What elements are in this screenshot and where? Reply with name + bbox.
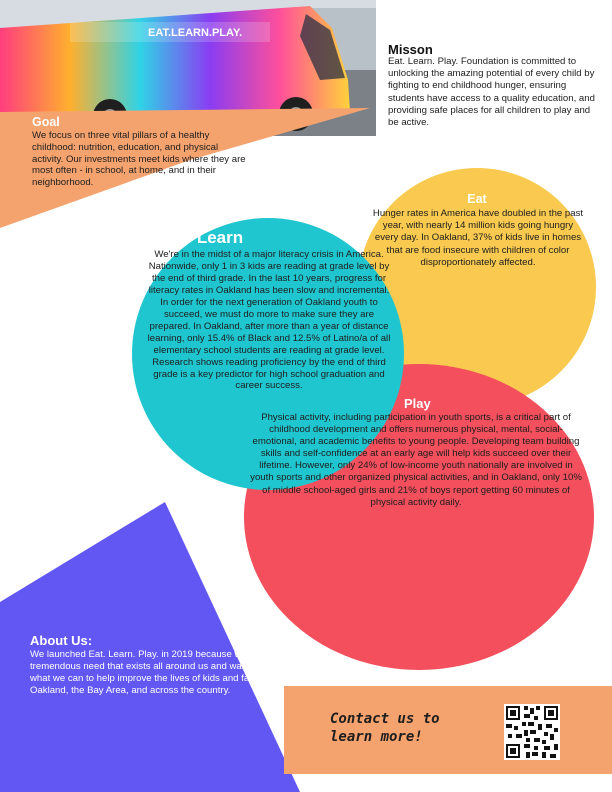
mission-title: Misson: [388, 42, 433, 57]
bus-photo: EAT.LEARN.PLAY.: [0, 0, 376, 136]
contact-text: Contact us to learn more!: [330, 711, 440, 745]
bus-illustration: EAT.LEARN.PLAY.: [0, 0, 376, 136]
learn-text: We're in the midst of a major literacy c…: [147, 249, 391, 392]
goal-title: Goal: [32, 115, 60, 129]
about-purple-triangle: [0, 502, 300, 792]
goal-text: We focus on three vital pillars of a hea…: [32, 130, 246, 189]
play-title: Play: [404, 396, 431, 411]
qr-code-icon[interactable]: [504, 704, 560, 760]
learn-teal-circle: [132, 218, 404, 490]
about-text: We launched Eat. Learn. Play. in 2019 be…: [30, 649, 284, 697]
about-title: About Us:: [30, 633, 93, 648]
goal-orange-triangle: [0, 108, 370, 228]
eat-title: Eat: [467, 192, 487, 206]
learn-title: Learn: [196, 228, 244, 247]
eat-text: Hunger rates in America have doubled in …: [372, 208, 584, 268]
mission-text: Eat. Learn. Play. Foundation is committe…: [388, 56, 595, 129]
play-text: Physical activity, including participati…: [250, 412, 582, 508]
bus-lettering: EAT.LEARN.PLAY.: [148, 27, 242, 39]
